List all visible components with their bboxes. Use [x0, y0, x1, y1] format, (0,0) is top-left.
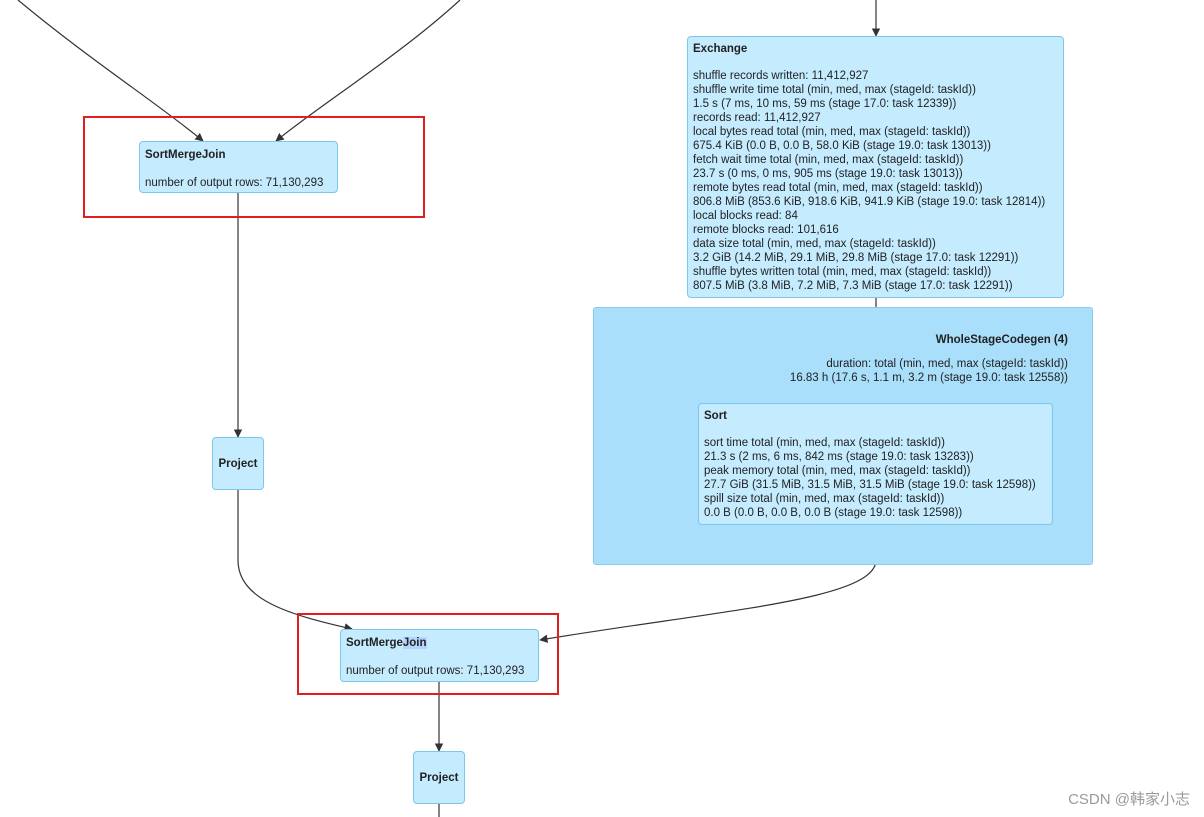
sortmergejoin-title: SortMergeJoin: [346, 636, 538, 650]
wholestagecodegen-title: WholeStageCodegen (4): [935, 334, 1068, 346]
sort-metric: sort time total (min, med, max (stageId:…: [704, 437, 945, 449]
selected-text: Join: [402, 637, 427, 649]
highlight-box-top: [83, 116, 425, 218]
sortmergejoin-title: SortMergeJoin: [145, 149, 226, 161]
sort-metric: spill size total (min, med, max (stageId…: [704, 493, 945, 505]
exchange-metric: fetch wait time total (min, med, max (st…: [693, 154, 964, 166]
project-node-bottom[interactable]: Project: [413, 751, 465, 804]
wholestagecodegen-metrics: duration: total (min, med, max (stageId:…: [790, 357, 1068, 385]
sortmergejoin-node-top[interactable]: SortMergeJoin number of output rows: 71,…: [139, 141, 338, 193]
edge-sort-to-sortmergejoin: [539, 525, 877, 643]
exchange-metric: remote blocks read: 101,616: [693, 224, 839, 236]
highlight-box-bottom: [297, 613, 559, 695]
exchange-metric: local blocks read: 84: [693, 210, 798, 222]
sort-node[interactable]: Sort sort time total (min, med, max (sta…: [698, 403, 1053, 525]
wholestagecodegen-metric: 16.83 h (17.6 s, 1.1 m, 3.2 m (stage 19.…: [789, 372, 1068, 384]
exchange-metric: 675.4 KiB (0.0 B, 0.0 B, 58.0 KiB (stage…: [693, 140, 991, 152]
project-title: Project: [419, 771, 459, 784]
edge-into-sortmergejoin-top-left: [17, 0, 204, 142]
exchange-metric: 1.5 s (7 ms, 10 ms, 59 ms (stage 17.0: t…: [693, 98, 957, 110]
exchange-metric: data size total (min, med, max (stageId:…: [693, 238, 936, 250]
sort-metric: peak memory total (min, med, max (stageI…: [704, 465, 971, 477]
edge-into-sortmergejoin-top-right: [275, 0, 461, 142]
exchange-metric: shuffle records written: 11,412,927: [693, 70, 869, 82]
sort-title: Sort: [704, 410, 727, 422]
exchange-metric: local bytes read total (min, med, max (s…: [693, 126, 971, 138]
exchange-metrics: shuffle records written: 11,412,927 shuf…: [693, 69, 1063, 293]
sortmergejoin-metric: number of output rows: 71,130,293: [145, 177, 324, 189]
exchange-node[interactable]: Exchange shuffle records written: 11,412…: [687, 36, 1064, 298]
exchange-metric: 23.7 s (0 ms, 0 ms, 905 ms (stage 19.0: …: [693, 168, 963, 180]
sortmergejoin-metric: number of output rows: 71,130,293: [346, 665, 525, 677]
exchange-metric: 807.5 MiB (3.8 MiB, 7.2 MiB, 7.3 MiB (st…: [693, 280, 1013, 292]
watermark: CSDN @韩家小志: [1068, 791, 1190, 808]
exchange-metric: 3.2 GiB (14.2 MiB, 29.1 MiB, 29.8 MiB (s…: [693, 252, 1019, 264]
exchange-metric: records read: 11,412,927: [693, 112, 821, 124]
edge-project-to-sortmergejoin: [237, 490, 353, 632]
sort-metric: 27.7 GiB (31.5 MiB, 31.5 MiB, 31.5 MiB (…: [704, 479, 1036, 491]
wholestagecodegen-metric: duration: total (min, med, max (stageId:…: [826, 358, 1068, 370]
project-node-top[interactable]: Project: [212, 437, 264, 490]
exchange-metric: remote bytes read total (min, med, max (…: [693, 182, 983, 194]
sort-metrics: sort time total (min, med, max (stageId:…: [704, 436, 1052, 520]
project-title: Project: [218, 457, 258, 470]
sortmergejoin-title-part: SortMerge: [346, 637, 403, 649]
exchange-metric: shuffle write time total (min, med, max …: [693, 84, 976, 96]
exchange-title: Exchange: [693, 43, 748, 55]
sortmergejoin-node-bottom[interactable]: SortMergeJoin number of output rows: 71,…: [340, 629, 539, 682]
sort-metric: 21.3 s (2 ms, 6 ms, 842 ms (stage 19.0: …: [704, 451, 974, 463]
exchange-metric: shuffle bytes written total (min, med, m…: [693, 266, 992, 278]
sort-metric: 0.0 B (0.0 B, 0.0 B, 0.0 B (stage 19.0: …: [704, 507, 963, 519]
exchange-metric: 806.8 MiB (853.6 KiB, 918.6 KiB, 941.9 K…: [693, 196, 1046, 208]
